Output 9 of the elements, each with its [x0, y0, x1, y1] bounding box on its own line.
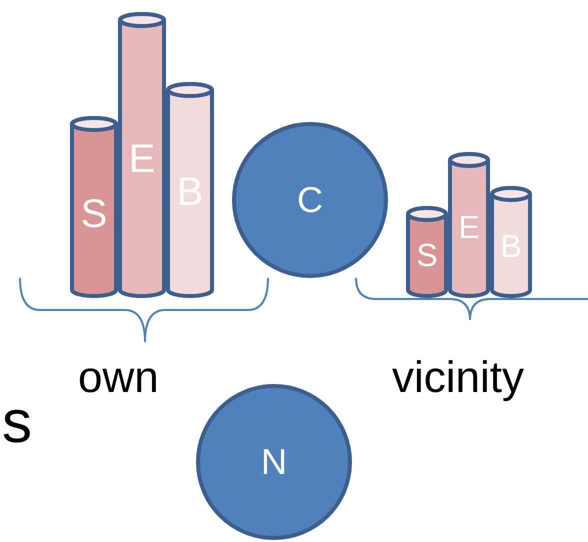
- cylinder-bar: E: [118, 14, 166, 296]
- group-label: own: [78, 356, 159, 400]
- circle-node: C: [232, 122, 388, 278]
- cylinder-bar: S: [70, 118, 118, 296]
- circle-node: N: [196, 384, 352, 540]
- letter-text: s: [2, 392, 32, 452]
- group-label: vicinity: [392, 356, 524, 400]
- cylinder-bar: S: [406, 208, 448, 296]
- cylinder-bar: E: [448, 154, 490, 296]
